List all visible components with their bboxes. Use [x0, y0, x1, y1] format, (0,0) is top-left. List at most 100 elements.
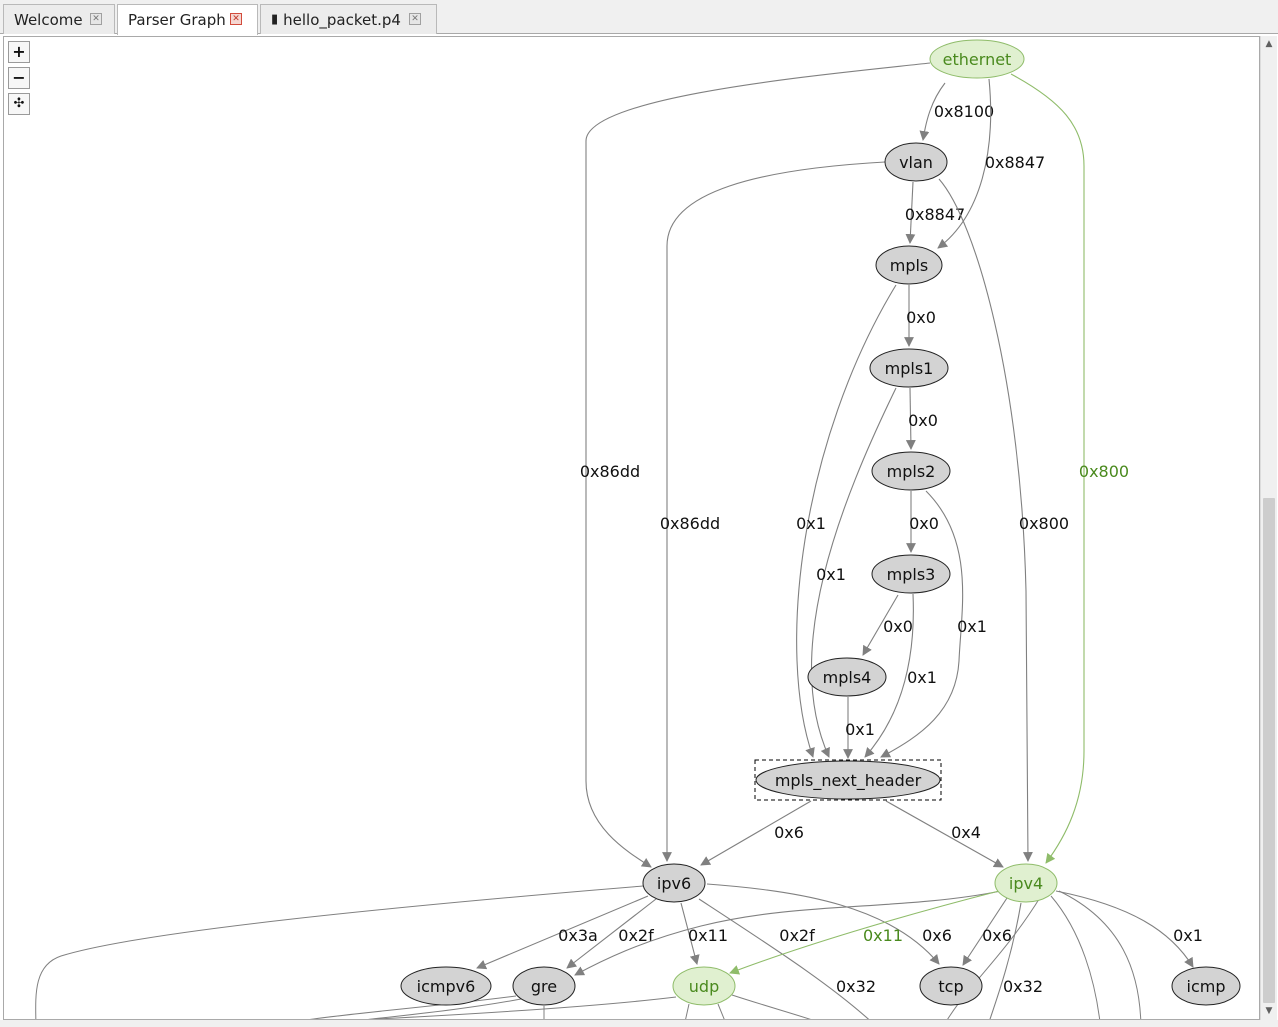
node-shape [919, 966, 983, 1006]
graph-edge[interactable] [566, 898, 657, 969]
graph-edge[interactable] [986, 902, 1022, 1020]
edge-label: 0x6 [922, 926, 952, 945]
graph-edge[interactable] [706, 883, 940, 965]
graph-node-mpls3[interactable]: mpls3 [871, 554, 951, 594]
graph-node-ethernet[interactable]: ethernet [929, 39, 1025, 79]
scroll-up-icon[interactable]: ▲ [1265, 39, 1273, 49]
tab-welcome-label: Welcome [14, 10, 83, 29]
graph-edge[interactable] [919, 82, 946, 141]
edge-label: 0x86dd [580, 462, 640, 481]
tab-welcome[interactable]: Welcome ✕ [3, 4, 115, 34]
graph-edge[interactable] [885, 800, 1004, 868]
node-label: ipv6 [657, 874, 691, 893]
graph-edge[interactable] [864, 593, 914, 758]
graph-edge[interactable] [662, 161, 886, 862]
edge-label: 0x1 [907, 668, 937, 687]
close-icon[interactable]: ✕ [90, 13, 102, 25]
zoom-out-button[interactable]: − [8, 67, 30, 89]
tab-hello-packet-label: hello_packet.p4 [283, 10, 401, 29]
scrollbar-thumb[interactable] [1263, 498, 1275, 1003]
graph-edge[interactable] [905, 181, 916, 244]
node-label: mpls [890, 256, 929, 275]
graph-edge[interactable] [585, 62, 931, 868]
node-shape [869, 348, 949, 388]
parser-graph[interactable]: 0x8100 0x8847 0x86dd 0x800 0x8847 0x86dd 0x800… [4, 37, 1260, 1020]
graph-node-gre[interactable]: gre [512, 966, 576, 1006]
node-shape [994, 863, 1058, 903]
graph-edge [368, 996, 677, 1019]
graph-edge[interactable] [1010, 73, 1085, 864]
node-shape [672, 966, 736, 1006]
graph-edge[interactable] [962, 897, 1008, 966]
vertical-scrollbar[interactable]: ▲ ▼ [1260, 36, 1277, 1020]
graph-edge[interactable] [880, 490, 964, 758]
node-shape [755, 760, 941, 800]
graph-node-icmp[interactable]: icmp [1171, 966, 1241, 1006]
scroll-down-icon[interactable]: ▼ [1265, 1006, 1273, 1016]
zoom-in-button[interactable]: + [8, 41, 30, 63]
graph-node-icmpv6[interactable]: icmpv6 [400, 966, 492, 1006]
graph-node-mpls2[interactable]: mpls2 [871, 451, 951, 491]
edge-label: 0x86dd [660, 514, 720, 533]
node-shape [400, 966, 492, 1006]
graph-edge[interactable] [937, 78, 992, 249]
graph-edge[interactable] [905, 387, 916, 450]
close-icon[interactable]: ✕ [230, 13, 242, 25]
graph-node-mpls[interactable]: mpls [875, 245, 943, 285]
graph-edge[interactable] [938, 178, 1033, 862]
graph-node-tcp[interactable]: tcp [919, 966, 983, 1006]
edge-label: 0x8100 [934, 102, 994, 121]
graph-edge[interactable] [476, 895, 649, 970]
node-label: mpls1 [885, 359, 934, 378]
graph-edge [731, 994, 811, 1019]
graph-edge[interactable] [796, 284, 897, 758]
horizontal-scrollbar[interactable] [0, 1020, 1278, 1027]
graph-edge[interactable] [729, 890, 1000, 975]
graph-edge [685, 1003, 690, 1019]
graph-node-mpls1[interactable]: mpls1 [869, 348, 949, 388]
tab-hello-packet[interactable]: ▮ hello_packet.p4 ✕ [260, 4, 437, 34]
node-shape [875, 245, 943, 285]
edge-label: 0x11 [688, 926, 728, 945]
edge-label: 0x1 [1173, 926, 1203, 945]
edge-label: 0x8847 [985, 153, 1045, 172]
graph-edge[interactable] [1055, 890, 1194, 968]
graph-edge[interactable] [680, 902, 700, 965]
edge-label: 0x800 [1019, 514, 1069, 533]
graph-node-udp[interactable]: udp [672, 966, 736, 1006]
edge-label: 0x4 [951, 823, 981, 842]
graph-node-vlan[interactable]: vlan [884, 142, 948, 182]
edge-label: 0x2f [618, 926, 654, 945]
edge-label: 0x1 [796, 514, 826, 533]
graph-edge[interactable] [700, 800, 812, 866]
node-shape [871, 451, 951, 491]
node-label: icmpv6 [417, 977, 476, 996]
graph-edge [368, 998, 522, 1019]
graph-edge [1050, 895, 1101, 1019]
node-label: ethernet [943, 50, 1012, 69]
graph-edge[interactable] [698, 898, 881, 1020]
graph-edge[interactable] [574, 890, 1002, 976]
edge-label: 0x2f [779, 926, 815, 945]
tab-bar: Welcome ✕ Parser Graph ✕ ▮ hello_packet.… [0, 0, 1278, 35]
tab-parser-graph[interactable]: Parser Graph ✕ [117, 4, 258, 35]
edge-label: 0x0 [906, 308, 936, 327]
graph-edge[interactable] [862, 594, 899, 656]
graph-node-mpls-next-header[interactable]: mpls_next_header [754, 759, 942, 801]
edge-label: 0x8847 [905, 205, 965, 224]
graph-edge [947, 895, 1042, 1019]
close-icon[interactable]: ✕ [409, 13, 421, 25]
parser-graph-canvas[interactable]: 0x8100 0x8847 0x86dd 0x800 0x8847 0x86dd 0x800… [3, 36, 1260, 1020]
edge-label: 0x0 [883, 617, 913, 636]
edge-label: 0x800 [1079, 462, 1129, 481]
edge-label: 0x32 [836, 977, 876, 996]
edge-label: 0x6 [982, 926, 1012, 945]
fit-view-button[interactable]: ✣ [8, 93, 30, 115]
node-label: ipv4 [1009, 874, 1043, 893]
node-label: vlan [899, 153, 933, 172]
graph-node-ipv4[interactable]: ipv4 [994, 863, 1058, 903]
graph-edge[interactable] [811, 387, 897, 758]
graph-node-mpls4[interactable]: mpls4 [807, 657, 887, 697]
node-shape [1171, 966, 1241, 1006]
graph-node-ipv6[interactable]: ipv6 [642, 863, 706, 903]
